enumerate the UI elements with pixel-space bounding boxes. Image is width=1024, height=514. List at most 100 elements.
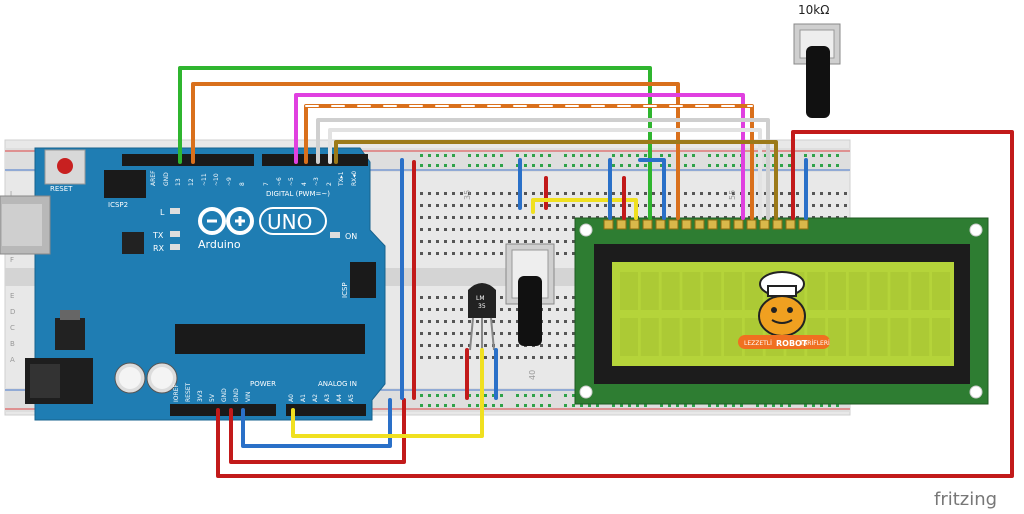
grid-hole	[420, 296, 423, 299]
grid-hole	[492, 204, 495, 207]
grid-hole	[468, 204, 471, 207]
grid-hole	[772, 204, 775, 207]
grid-hole	[572, 216, 575, 219]
grid-hole	[460, 308, 463, 311]
lcd-pin	[603, 219, 614, 230]
rail-hole	[828, 154, 831, 157]
rail-hole	[428, 154, 431, 157]
rail-hole	[612, 404, 615, 407]
grid-hole	[428, 296, 431, 299]
rail-hole	[500, 164, 503, 167]
rail-hole	[468, 164, 471, 167]
grid-hole	[588, 204, 591, 207]
lcd-cell	[640, 318, 659, 356]
grid-hole	[756, 192, 759, 195]
rail-hole	[588, 154, 591, 157]
led-on	[330, 232, 340, 238]
rail-hole	[764, 154, 767, 157]
atmega-chip	[175, 324, 365, 354]
rail-hole	[444, 154, 447, 157]
grid-hole	[612, 204, 615, 207]
grid-hole	[420, 252, 423, 255]
grid-hole	[524, 228, 527, 231]
rail-hole	[668, 154, 671, 157]
lcd-cell	[932, 272, 950, 310]
grid-hole	[500, 332, 503, 335]
pin-label: VIN	[245, 392, 252, 402]
grid-hole	[548, 192, 551, 195]
grid-hole	[668, 204, 671, 207]
rail-hole	[820, 404, 823, 407]
pin-label: ~5	[288, 177, 295, 186]
grid-hole	[532, 356, 535, 359]
wire-red-5v	[229, 398, 406, 464]
grid-hole	[444, 216, 447, 219]
rail-hole	[500, 154, 503, 157]
rail-hole	[684, 154, 687, 157]
usb-chip	[122, 232, 144, 254]
grid-hole	[508, 332, 511, 335]
rail-hole	[484, 164, 487, 167]
logo-text-3: TARİFLERİ	[799, 340, 830, 347]
pot-value-label: 10kΩ	[798, 3, 829, 17]
rail-hole	[812, 154, 815, 157]
grid-hole	[604, 192, 607, 195]
grid-hole	[556, 320, 559, 323]
grid-hole	[452, 228, 455, 231]
grid-hole	[540, 192, 543, 195]
grid-hole	[796, 192, 799, 195]
lcd-cell	[807, 272, 826, 310]
pin-label: 7	[263, 182, 270, 186]
grid-hole	[772, 192, 775, 195]
regulator	[55, 318, 85, 350]
grid-hole	[460, 296, 463, 299]
lcd-cell	[703, 318, 722, 356]
rail-hole	[788, 404, 791, 407]
grid-hole	[532, 216, 535, 219]
rail-hole	[756, 154, 759, 157]
rail-hole	[836, 404, 839, 407]
rail-hole	[716, 154, 719, 157]
grid-hole	[572, 332, 575, 335]
rail-hole	[788, 164, 791, 167]
rail-hole	[532, 404, 535, 407]
grid-hole	[684, 204, 687, 207]
lm35-sensor: LM 35	[468, 283, 496, 351]
grid-hole	[564, 228, 567, 231]
grid-hole	[428, 192, 431, 195]
potentiometer-10k: 10kΩ	[793, 3, 841, 118]
grid-hole	[420, 332, 423, 335]
lcd-cell	[828, 318, 846, 356]
reset-button[interactable]	[57, 158, 73, 174]
rail-hole	[548, 154, 551, 157]
grid-hole	[516, 332, 519, 335]
grid-hole	[420, 216, 423, 219]
rail-hole	[596, 404, 599, 407]
grid-hole	[484, 332, 487, 335]
rail-hole	[740, 404, 743, 407]
rail-hole	[756, 404, 759, 407]
rail-hole	[436, 404, 439, 407]
rail-hole	[764, 404, 767, 407]
rail-hole	[548, 164, 551, 167]
lcd-cell	[890, 272, 909, 310]
grid-hole	[572, 252, 575, 255]
rail-hole	[804, 404, 807, 407]
rail-hole	[780, 154, 783, 157]
grid-hole	[548, 240, 551, 243]
rail-hole	[500, 394, 503, 397]
grid-hole	[572, 296, 575, 299]
lcd-cell	[724, 272, 742, 310]
rail-hole	[572, 164, 575, 167]
grid-hole	[500, 252, 503, 255]
grid-hole	[500, 204, 503, 207]
bb-col-40: 40	[528, 370, 537, 380]
grid-hole	[444, 320, 447, 323]
grid-hole	[500, 192, 503, 195]
digital-header-right	[262, 154, 368, 166]
grid-hole	[812, 192, 815, 195]
grid-hole	[476, 216, 479, 219]
pin-label: A3	[324, 394, 331, 402]
lcd-cell	[911, 272, 930, 310]
grid-hole	[524, 240, 527, 243]
